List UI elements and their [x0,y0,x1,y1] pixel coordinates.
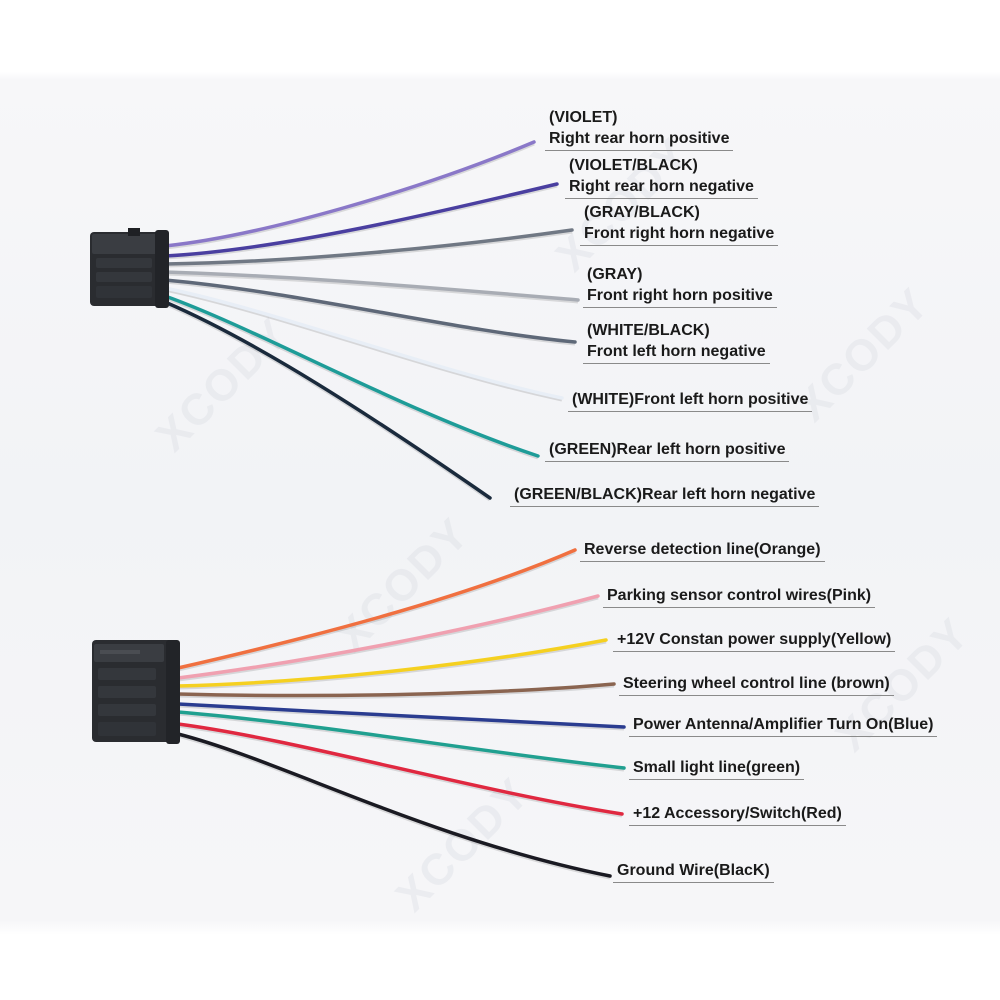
wire-yellow [176,638,608,688]
bottom-connector [92,640,180,744]
wire-function: Parking sensor control wires(Pink) [607,587,872,604]
wire-function: +12V Constan power supply(Yellow) [617,631,892,648]
wire-blue [176,702,626,729]
wire-brown [176,682,616,698]
wire-label-violet-black: (VIOLET/BLACK) Right rear horn negative [565,155,758,199]
wire-shadow [177,595,599,682]
wire-function: +12 Accessory/Switch(Red) [633,805,842,822]
wire-gray [163,270,580,302]
wire-label-white: (WHITE)Front left horn positive [568,389,813,412]
wire-label-green: (GREEN)Rear left horn positive [545,439,790,462]
wire-function: Ground Wire(BlacK) [617,862,770,879]
wire-shadow [177,639,607,690]
wire-function: Front right horn positive [587,287,773,304]
bottom-harness-wires [176,548,626,880]
wire-function: Right rear horn negative [569,178,754,195]
wire-function: (GREEN/BLACK)Rear left horn negative [514,486,816,503]
wire-color-code: (WHITE/BLACK) [587,322,710,339]
wire-label-brown: Steering wheel control line (brown) [619,673,894,696]
wire-label-small-green: Small light line(green) [629,757,805,780]
wire-gray-black [163,228,574,266]
wire-red [176,722,624,816]
wire-function: (GREEN)Rear left horn positive [549,441,786,458]
wire-orange [176,548,577,670]
wire-pink [176,594,600,680]
wire-white [163,286,564,400]
wire-violet [163,140,536,248]
wire-small-green [176,710,626,770]
wire-label-black: Ground Wire(BlacK) [613,860,774,883]
wire-color-code: (GRAY) [587,266,643,283]
wire-black [176,732,612,878]
wire-color-code: (VIOLET) [549,109,618,126]
wire-shadow [177,549,576,672]
wire-green-black [163,300,492,500]
wire-function: Small light line(green) [633,759,801,776]
wire-green [163,294,540,458]
wire-label-gray: (GRAY) Front right horn positive [583,264,777,308]
wire-label-red: +12 Accessory/Switch(Red) [629,803,846,826]
wire-label-green-black: (GREEN/BLACK)Rear left horn negative [510,484,820,507]
wire-function: (WHITE)Front left horn positive [572,391,809,408]
wire-label-orange: Reverse detection line(Orange) [580,539,825,562]
wire-white-black [163,278,577,344]
wire-label-violet: (VIOLET) Right rear horn positive [545,107,734,151]
wire-color-code: (VIOLET/BLACK) [569,157,698,174]
wire-color-code: (GRAY/BLACK) [584,204,700,221]
wire-function: Reverse detection line(Orange) [584,541,821,558]
wire-function: Power Antenna/Amplifier Turn On(Blue) [633,716,934,733]
wire-violet-black [163,182,559,258]
wire-label-pink: Parking sensor control wires(Pink) [603,585,876,608]
wire-function: Front left horn negative [587,343,766,360]
wire-label-gray-black: (GRAY/BLACK) Front right horn negative [580,202,779,246]
wire-function: Steering wheel control line (brown) [623,675,890,692]
wire-label-yellow: +12V Constan power supply(Yellow) [613,629,896,652]
wire-label-white-black: (WHITE/BLACK) Front left horn negative [583,320,770,364]
top-connector [90,228,169,308]
wire-function: Front right horn negative [584,225,775,242]
wire-label-blue: Power Antenna/Amplifier Turn On(Blue) [629,714,938,737]
top-harness-wires [163,140,580,502]
wire-function: Right rear horn positive [549,130,730,147]
